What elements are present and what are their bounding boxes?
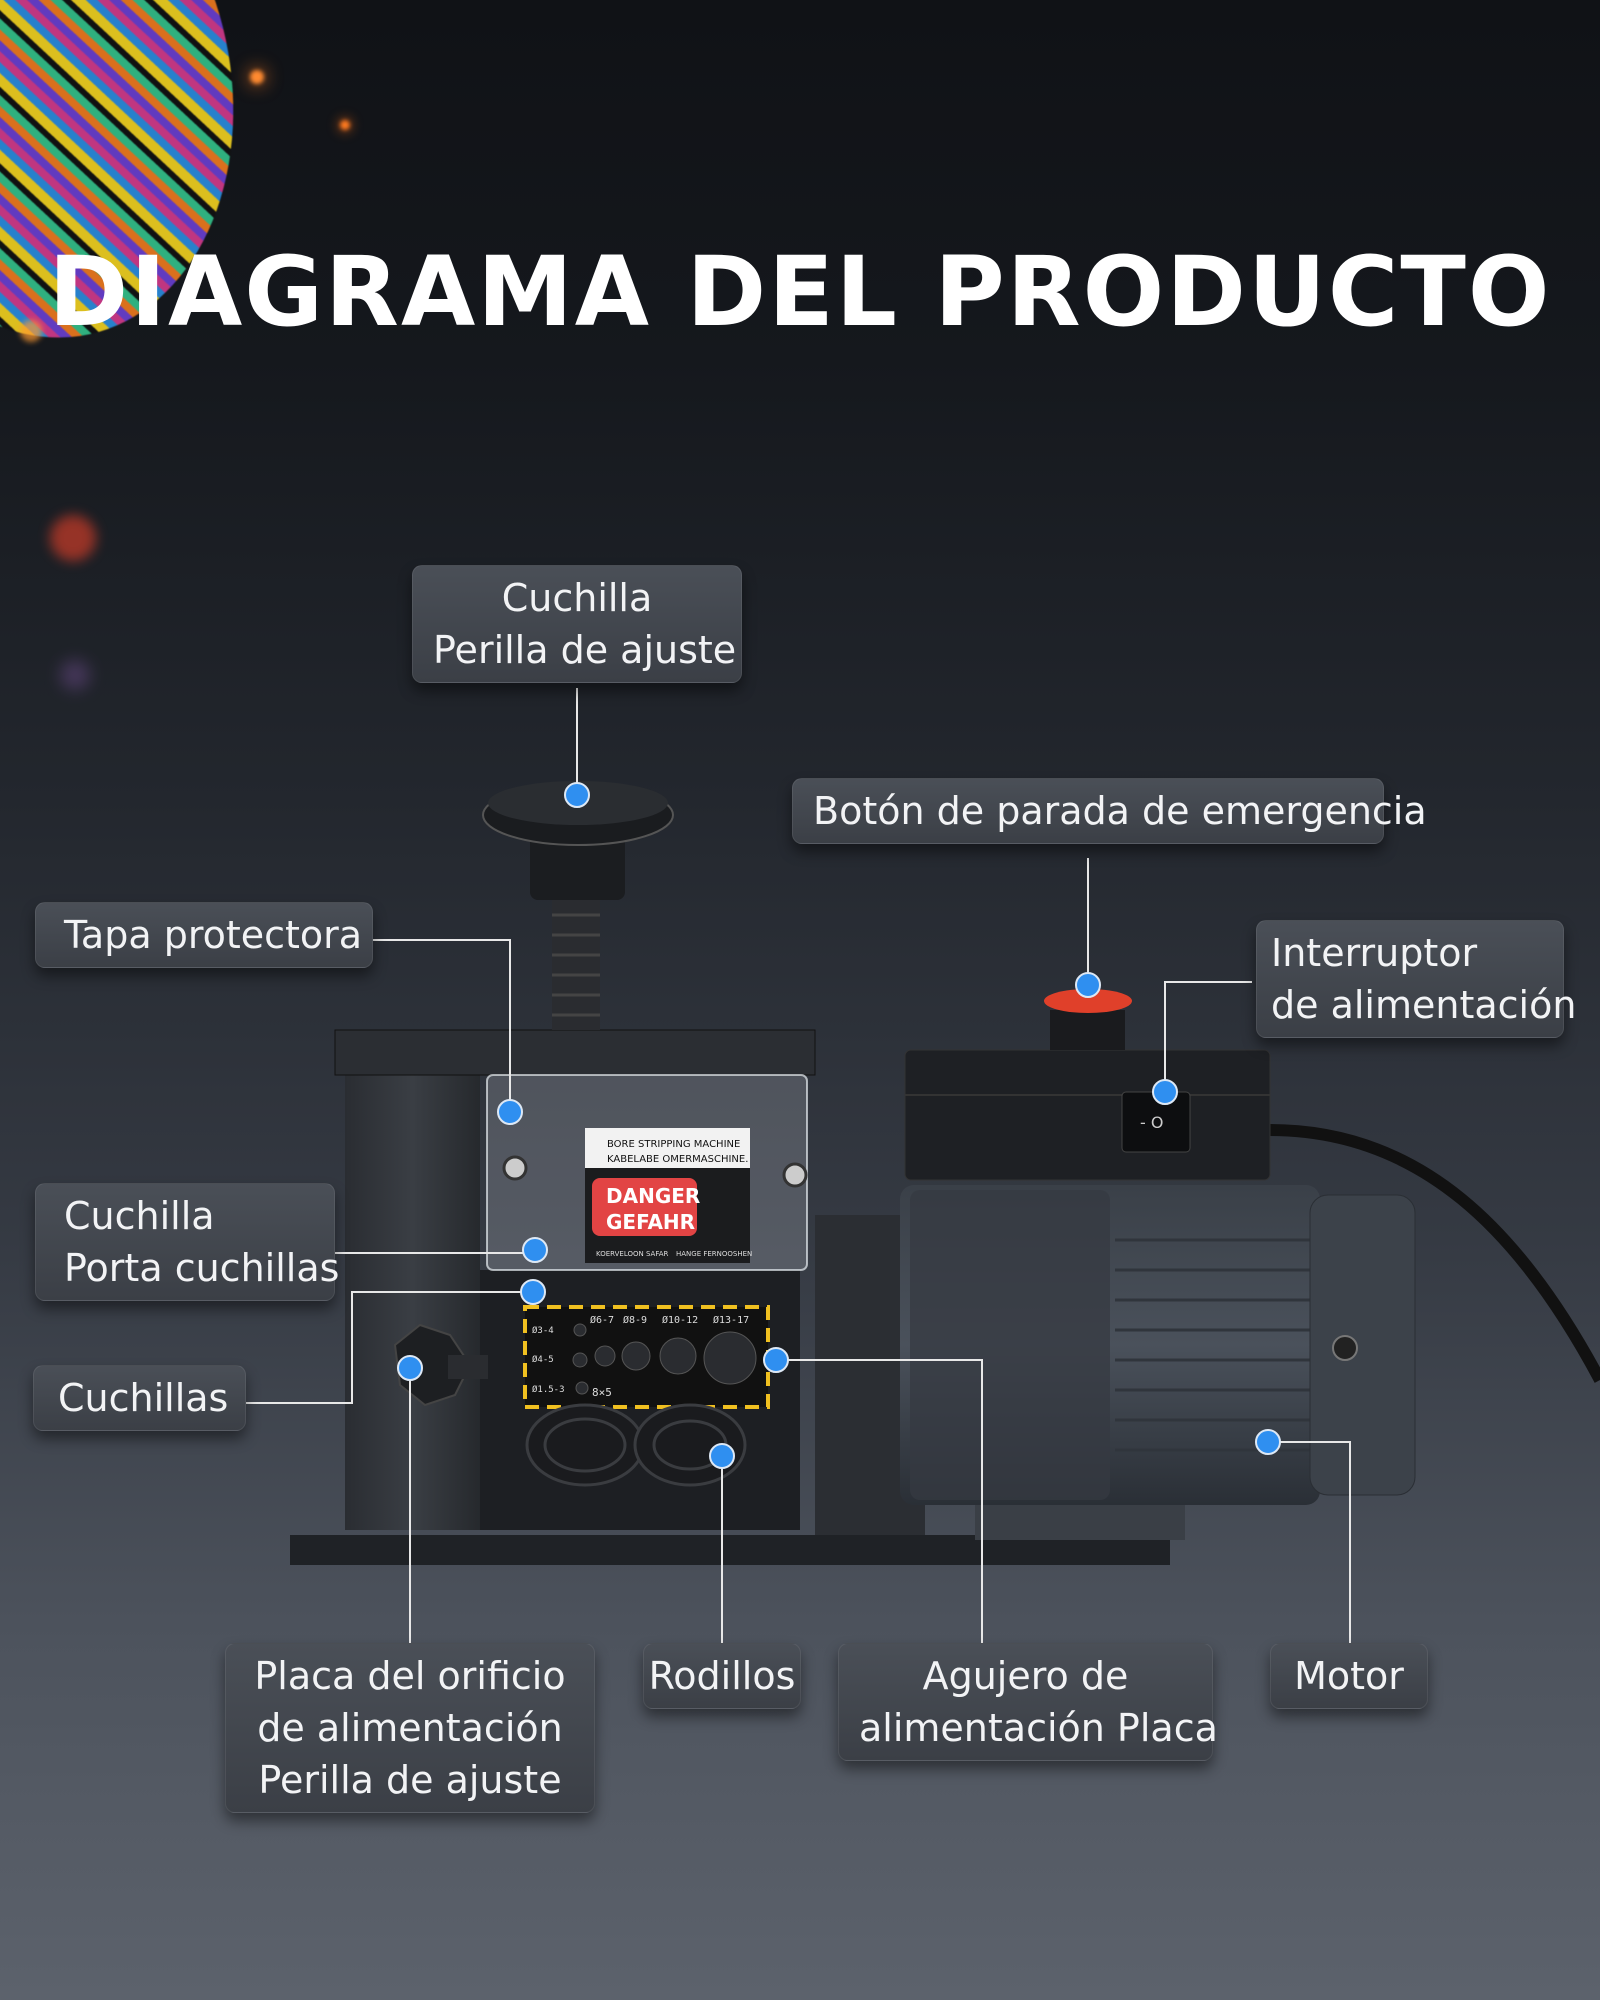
label-text: Motor [1294, 1654, 1404, 1698]
label-protective-cover: Tapa protectora [35, 902, 373, 968]
motor-end-cap [1309, 1194, 1416, 1496]
stripper-body [345, 1070, 480, 1530]
dot-motor [1255, 1429, 1281, 1455]
label-text: Cuchilla [501, 576, 653, 620]
switch-marks: - O [1140, 1113, 1163, 1132]
glow-spark [250, 70, 264, 84]
control-box [904, 1049, 1271, 1181]
label-text: alimentación Placa [859, 1706, 1218, 1750]
dot-blade-holder [522, 1237, 548, 1263]
power-cable [1269, 1124, 1600, 1383]
dot-blades [520, 1279, 546, 1305]
dot-cover [497, 1099, 523, 1125]
label-feed-hole-plate: Agujero de alimentación Placa [838, 1643, 1218, 1761]
label-emergency-stop: Botón de parada de emergencia [792, 778, 1427, 844]
label-text: Cuchilla [64, 1194, 215, 1238]
emergency-stop-button [1044, 989, 1132, 1013]
label-power-switch: Interruptor de alimentación [1256, 920, 1577, 1038]
label-text: Tapa protectora [64, 913, 363, 957]
label-text: Rodillos [648, 1654, 796, 1698]
sticker-footer-2: HANGE FERNOOSHEN [676, 1250, 752, 1258]
dot-emergency [1075, 972, 1101, 998]
hole-size-left: Ø3-4 [532, 1325, 554, 1336]
dot-rollers [709, 1443, 735, 1469]
label-text: Placa del orificio [254, 1654, 566, 1698]
page-title: DIAGRAMA DEL PRODUCTO [48, 236, 1552, 348]
gefahr-text: GEFAHR [606, 1210, 695, 1234]
hole-size-top: Ø8-9 [623, 1314, 647, 1326]
sticker-line-1: BORE STRIPPING MACHINE [607, 1139, 740, 1150]
danger-badge [592, 1178, 697, 1236]
hole-size-top: Ø13-17 [713, 1314, 749, 1326]
dot-knob [564, 782, 590, 808]
label-blade-adjust-knob: Cuchilla Perilla de ajuste [412, 565, 742, 683]
label-text: Perilla de ajuste [433, 628, 737, 672]
glow-spark [60, 660, 90, 690]
label-text: Perilla de ajuste [258, 1758, 562, 1802]
glow-spark [20, 320, 42, 342]
emergency-stop-base [1050, 1010, 1125, 1050]
label-text: Cuchillas [58, 1376, 229, 1420]
label-blade-holder: Cuchilla Porta cuchillas [35, 1183, 340, 1301]
connector-lines [246, 688, 1351, 1645]
hole-size-flat: 8×5 [592, 1386, 612, 1399]
label-blades: Cuchillas [33, 1365, 246, 1431]
label-feed-plate-knob: Placa del orificio de alimentación Peril… [225, 1643, 595, 1813]
label-rollers: Rodillos [643, 1643, 801, 1709]
label-text: Botón de parada de emergencia [813, 789, 1427, 833]
label-motor: Motor [1270, 1643, 1428, 1709]
label-text: de alimentación [1271, 983, 1577, 1027]
hole-size-left: Ø4-5 [532, 1354, 554, 1365]
stripper-top [334, 1029, 816, 1076]
dot-feed-plate [763, 1347, 789, 1373]
danger-text: DANGER [606, 1184, 700, 1208]
label-text: Agujero de [922, 1654, 1129, 1698]
dot-power-switch [1152, 1079, 1178, 1105]
sticker-line-2: KABELABE OMERMASCHINE. [607, 1154, 748, 1165]
callout-dots [397, 782, 1281, 1469]
sticker-footer-1: KOERVELOON SAFAR [596, 1250, 668, 1258]
hole-size-top: Ø10-12 [662, 1314, 698, 1326]
glow-spark [50, 515, 96, 561]
glow-spark [340, 120, 350, 130]
dot-feed-knob [397, 1355, 423, 1381]
hole-size-left: Ø1.5-3 [532, 1384, 565, 1395]
label-text: de alimentación [257, 1706, 563, 1750]
label-text: Interruptor [1271, 931, 1478, 975]
label-text: Porta cuchillas [64, 1246, 340, 1290]
feed-plate-knob [393, 1323, 472, 1407]
hole-size-top: Ø6-7 [590, 1314, 614, 1326]
